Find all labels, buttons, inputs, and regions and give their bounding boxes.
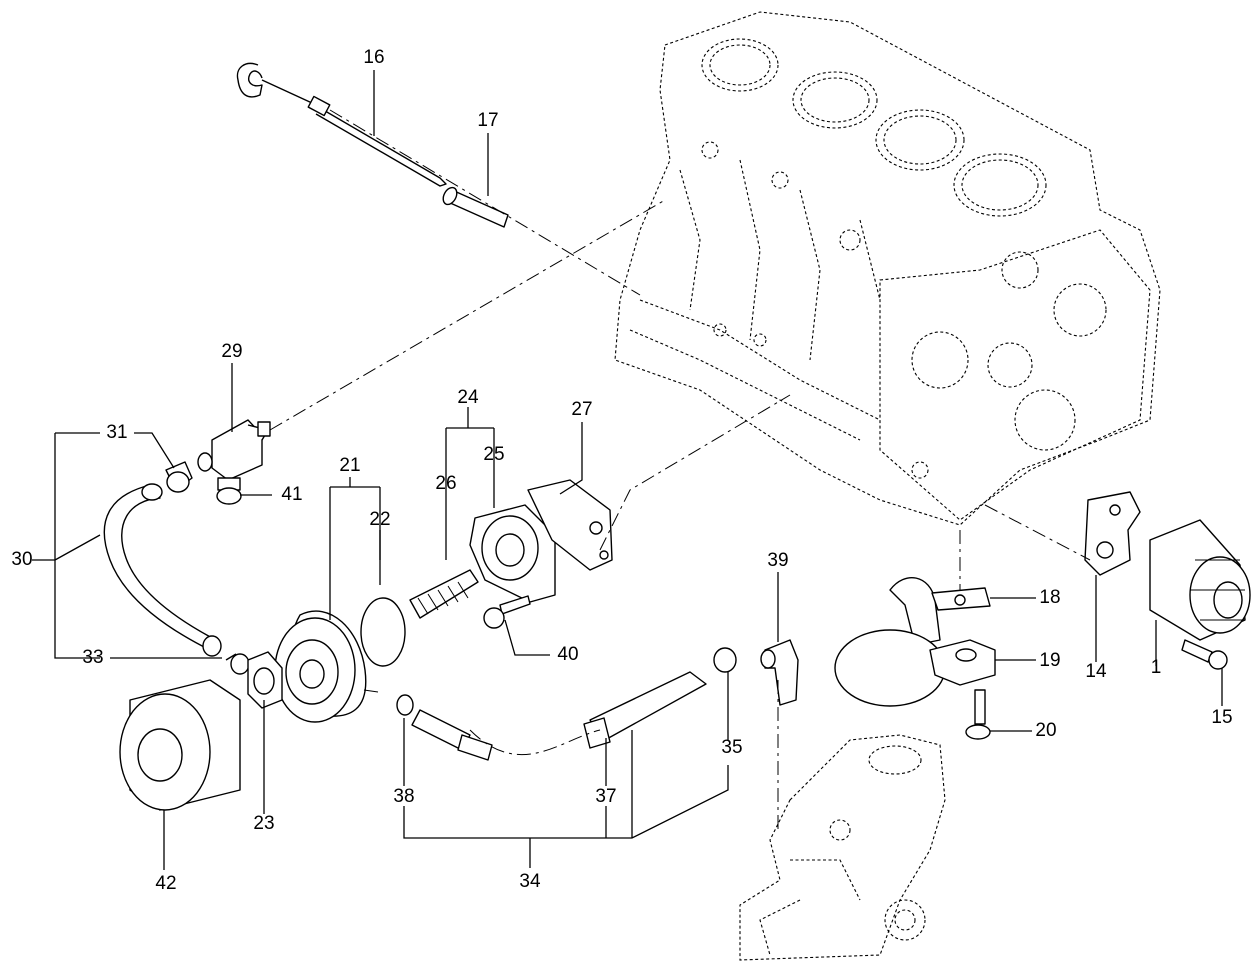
- clamp-33-part: [225, 653, 250, 675]
- callout-30: 30: [11, 549, 32, 570]
- callout-1: 1: [1151, 657, 1162, 678]
- callout-16: 16: [363, 47, 384, 68]
- callout-22: 22: [369, 509, 390, 530]
- engine-block-phantom: [614, 11, 1161, 526]
- hose-38-part: [396, 694, 493, 761]
- callout-17: 17: [477, 110, 498, 131]
- oil-filter-part: [119, 679, 241, 811]
- callout-42: 42: [155, 873, 176, 894]
- callout-41: 41: [281, 484, 302, 505]
- oil-pump-part: [1149, 519, 1251, 641]
- oil-strainer-part: [834, 577, 996, 707]
- callout-39: 39: [767, 550, 788, 571]
- plug-part: [216, 477, 242, 505]
- callout-40: 40: [557, 644, 578, 665]
- nut-part: [247, 651, 283, 709]
- callout-20: 20: [1035, 720, 1056, 741]
- callout-27: 27: [571, 399, 592, 420]
- dipstick-guide-part: [442, 186, 509, 228]
- clamp-35-part: [713, 647, 737, 673]
- callout-25: 25: [483, 444, 504, 465]
- gasket-27-part: [527, 479, 613, 571]
- bolt-15-part: [1181, 639, 1228, 670]
- callout-19: 19: [1039, 650, 1060, 671]
- callout-37: 37: [595, 786, 616, 807]
- callout-18: 18: [1039, 587, 1060, 608]
- hose-37-part: [583, 671, 707, 749]
- callout-23: 23: [253, 813, 274, 834]
- front-housing-phantom: [739, 734, 946, 961]
- callout-38: 38: [393, 786, 414, 807]
- fitting-part: [197, 419, 271, 481]
- centerlines: [269, 109, 1091, 830]
- spring-part: [409, 569, 479, 619]
- callout-labels: 16 17 29 31 41 30 33 21 22 24 25 26 27 4…: [11, 47, 1232, 894]
- elbow-fitting-part: [760, 639, 799, 706]
- bolt-20-part: [965, 689, 991, 740]
- callout-34: 34: [519, 871, 541, 892]
- housing-25-part: [469, 504, 556, 603]
- callout-24: 24: [457, 387, 479, 408]
- callout-21: 21: [339, 455, 360, 476]
- gasket-14-part: [1084, 491, 1141, 576]
- callout-31: 31: [106, 422, 127, 443]
- hose-part: [103, 483, 222, 657]
- callout-15: 15: [1211, 707, 1232, 728]
- bolt-40-part: [483, 595, 531, 629]
- clamp-31-part: [165, 461, 193, 493]
- gasket-18-part: [931, 587, 991, 611]
- callout-29: 29: [221, 341, 242, 362]
- dipstick-part: [236, 62, 447, 187]
- o-ring-part: [360, 597, 406, 667]
- callout-33: 33: [82, 647, 103, 668]
- leader-lines: [32, 70, 1223, 870]
- oil-cooler-part: [270, 610, 379, 723]
- callout-26: 26: [435, 473, 456, 494]
- callout-35: 35: [721, 737, 742, 758]
- callout-14: 14: [1085, 661, 1107, 682]
